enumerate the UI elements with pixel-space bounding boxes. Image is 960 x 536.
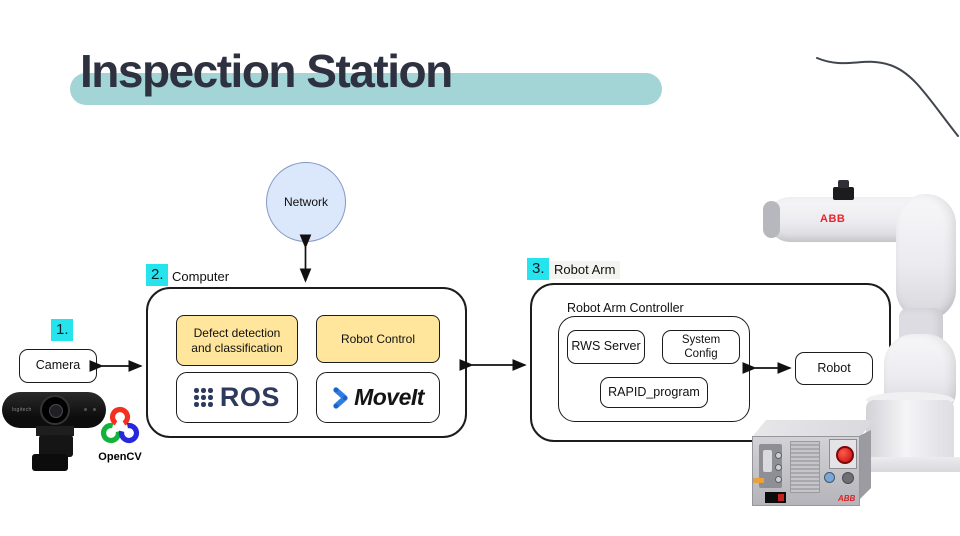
ros-label: ROS [219,381,280,412]
title-highlight-pill [70,73,662,105]
system-config-label: System Config [681,333,721,360]
webcam-mic-dot-2 [93,408,96,411]
defect-detection-module: Defect detection and classification [176,315,298,366]
webcam-foot [32,454,68,471]
webcam-mic-dot [84,408,87,411]
network-node: Network [266,162,346,242]
robot-arm-controller-label: Robot Arm Controller [567,301,684,315]
robot-box: Robot [795,352,873,385]
abb-controller-image: ABB [752,420,876,508]
webcam-clip [39,435,73,457]
opencv-label: OpenCV [98,451,142,463]
controller-dsub-panel [759,444,782,488]
rapid-program-label: RAPID_program [608,384,700,399]
camera-number-badge: 1. [51,319,73,341]
moveit-box: MoveIt [316,372,440,423]
controller-vent-grille [790,441,820,493]
moveit-chevron-icon [333,386,348,409]
robot-box-label: Robot [817,360,851,375]
robot-shoulder-joint [896,194,956,320]
robot-wrist-cap [763,201,780,238]
moveit-label: MoveIt [354,384,424,411]
abb-logo-on-arm: ABB [820,213,846,225]
robot-control-label: Robot Control [340,331,416,346]
robot-base-flange [858,457,960,472]
camera-box: Camera [19,349,97,383]
abb-logo-on-controller: ABB [838,494,856,503]
robot-arm-label: Robot Arm [550,261,621,279]
controller-top-face [752,420,874,437]
network-label: Network [283,195,328,209]
system-config-box: System Config [662,330,740,364]
camera-box-label: Camera [35,358,81,373]
robot-control-module: Robot Control [316,315,440,363]
controller-blue-connector [824,472,835,483]
robot-connector-knob-2 [838,180,849,188]
controller-knob [842,472,854,484]
controller-warning-sticker [753,478,764,483]
ros-dots-icon [194,388,213,407]
defect-detection-label: Defect detection and classification [191,325,283,355]
controller-power-inlet [765,492,786,503]
computer-label: Computer [172,269,230,284]
rws-server-box: RWS Server [567,330,645,364]
webcam-image: logitech [2,390,114,474]
controller-side-face [859,430,871,500]
computer-number-badge: 2. [146,264,168,286]
ros-box: ROS [176,372,298,423]
opencv-logo: OpenCV [95,406,145,463]
webcam-lens-icon [40,395,70,425]
emergency-stop-button [836,446,854,464]
robot-arm-number-badge: 3. [527,258,549,280]
robot-connector-knob [833,187,854,200]
rapid-program-box: RAPID_program [600,377,708,408]
robot-base-cylinder [866,400,954,460]
controller-estop-panel [829,439,857,469]
opencv-icon [100,406,140,444]
webcam-brand-text: logitech [12,407,32,413]
webcam-hinge [36,426,74,436]
corner-decoration-curve [816,57,959,137]
page-title: Inspection Station [80,45,453,97]
rws-server-label: RWS Server [571,339,641,354]
